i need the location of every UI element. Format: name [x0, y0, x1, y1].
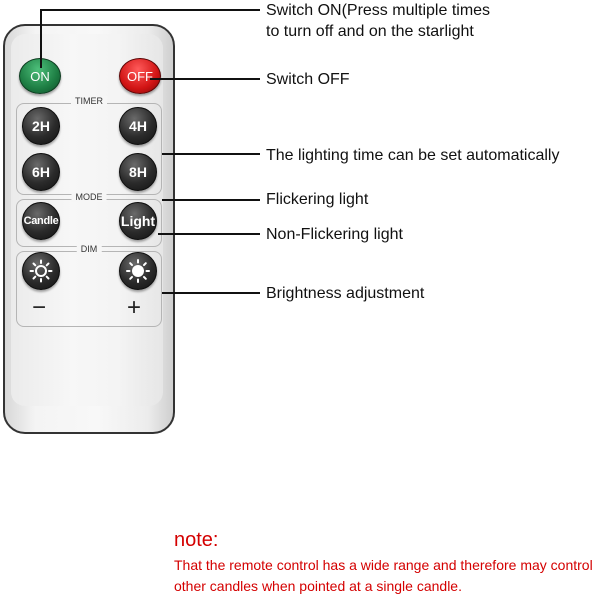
switch-on-line-horizontal [40, 9, 260, 11]
dim-section: DIM [16, 244, 162, 327]
switch-off-line [150, 78, 260, 80]
timer-4h-label: 4H [129, 118, 147, 134]
lighting-time-callout: The lighting time can be set automatical… [266, 147, 560, 164]
candle-mode-button[interactable]: Candle [22, 202, 60, 240]
switch-on-line-vertical [40, 10, 42, 68]
off-button-label: OFF [127, 68, 153, 84]
sun-filled-icon [126, 259, 150, 283]
switch-on-callout: Switch ON(Press multiple times to turn o… [266, 0, 490, 42]
minus-symbol: − [32, 294, 47, 321]
note-title: note: [174, 529, 219, 551]
non-flickering-line [158, 233, 260, 235]
switch-on-callout-line2: to turn off and on the starlight [266, 23, 474, 40]
dim-down-button[interactable] [22, 252, 60, 290]
timer-8h-button[interactable]: 8H [119, 153, 157, 191]
timer-6h-button[interactable]: 6H [22, 153, 60, 191]
note-text: That the remote control has a wide range… [174, 557, 593, 594]
timer-2h-label: 2H [32, 118, 50, 134]
mode-section-title: MODE [71, 192, 107, 202]
timer-4h-button[interactable]: 4H [119, 107, 157, 145]
flickering-line [162, 199, 260, 201]
brightness-line [162, 292, 260, 294]
timer-section-title: TIMER [71, 96, 107, 106]
dim-up-button[interactable] [119, 252, 157, 290]
flickering-callout: Flickering light [266, 191, 369, 208]
light-mode-button[interactable]: Light [119, 202, 157, 240]
timer-line [162, 153, 260, 155]
light-mode-label: Light [120, 213, 156, 229]
timer-2h-button[interactable]: 2H [22, 107, 60, 145]
non-flickering-callout: Non-Flickering light [266, 226, 403, 243]
off-button[interactable]: OFF [119, 58, 161, 94]
switch-on-callout-line1: Switch ON(Press multiple times [266, 2, 491, 19]
plus-symbol: + [127, 294, 142, 321]
switch-off-callout: Switch OFF [266, 71, 350, 88]
on-button-label: ON [30, 68, 50, 84]
dim-section-title: DIM [76, 244, 102, 254]
timer-8h-label: 8H [129, 164, 147, 180]
candle-mode-label: Candle [23, 215, 59, 227]
brightness-callout: Brightness adjustment [266, 285, 425, 302]
sun-outline-icon [29, 259, 53, 283]
timer-6h-label: 6H [32, 164, 50, 180]
